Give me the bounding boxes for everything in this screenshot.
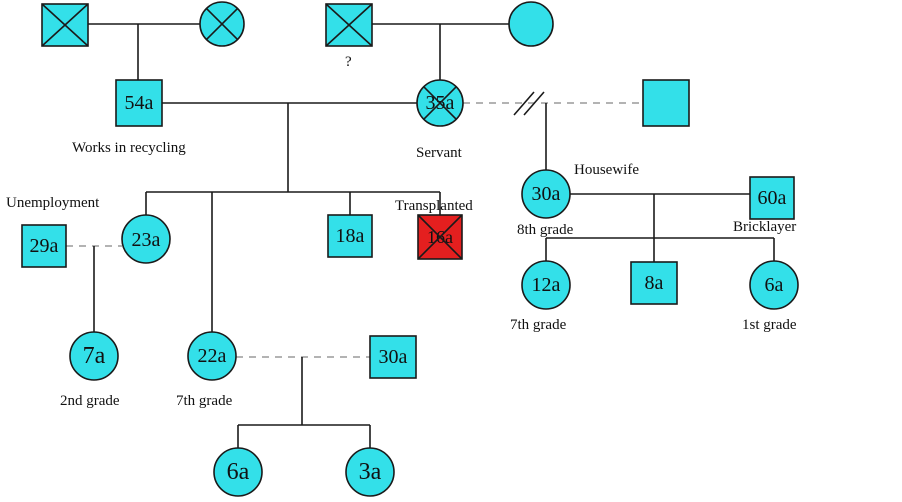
note-7th-grade-12a: 7th grade xyxy=(510,317,567,333)
separation-mark-2 xyxy=(523,91,545,116)
person-54a: 54a xyxy=(115,79,163,127)
note-transplanted: Transplanted xyxy=(395,198,473,214)
grandfather-2-deceased xyxy=(325,3,373,47)
age-label: 22a xyxy=(198,345,227,367)
note-works-in-recycling: Works in recycling xyxy=(72,140,186,156)
age-label: 12a xyxy=(532,274,561,296)
age-label: 3a xyxy=(359,459,382,485)
person-transplanted: 16a xyxy=(417,214,463,260)
note-8th-grade: 8th grade xyxy=(517,222,574,238)
grandfather-1-deceased xyxy=(41,3,89,47)
age-label: 23a xyxy=(132,229,161,251)
partner-35a xyxy=(642,79,690,127)
person-22a: 22a xyxy=(187,331,237,381)
note-servant: Servant xyxy=(416,145,463,161)
person-6a: 6a xyxy=(213,447,263,497)
grandmother-2 xyxy=(508,1,554,47)
person-35a-deceased: 35a xyxy=(416,79,464,127)
note-7th-grade-22a: 7th grade xyxy=(176,393,233,409)
age-label: 30a xyxy=(532,183,561,205)
relationship-lines xyxy=(66,23,775,449)
grandfather-2-note: ? xyxy=(345,54,352,70)
age-label: 7a xyxy=(83,343,106,369)
separation-mark-1 xyxy=(513,91,535,116)
age-label: 18a xyxy=(336,225,365,247)
person-12a: 12a xyxy=(521,260,571,310)
person-30a-housewife: 30a xyxy=(521,169,571,219)
age-label: 54a xyxy=(125,92,154,114)
note-2nd-grade: 2nd grade xyxy=(60,393,120,409)
person-18a: 18a xyxy=(327,214,373,258)
note-unemployment: Unemployment xyxy=(6,195,100,211)
note-bricklayer: Bricklayer xyxy=(733,219,796,235)
person-60a: 60a xyxy=(749,176,795,220)
person-6a-girl: 6a xyxy=(749,260,799,310)
person-23a: 23a xyxy=(121,214,171,264)
grandmother-1-deceased xyxy=(199,1,245,47)
age-label: 60a xyxy=(758,187,787,209)
age-label: 29a xyxy=(30,235,59,257)
age-label: 8a xyxy=(645,272,664,294)
age-label: 30a xyxy=(379,346,408,368)
person-3a: 3a xyxy=(345,447,395,497)
person-8a: 8a xyxy=(630,261,678,305)
note-housewife: Housewife xyxy=(574,162,639,178)
person-7a: 7a xyxy=(69,331,119,381)
note-1st-grade: 1st grade xyxy=(742,317,797,333)
person-30a-spouse: 30a xyxy=(369,335,417,379)
age-label: 6a xyxy=(227,459,250,485)
person-29a: 29a xyxy=(21,224,67,268)
age-label: 6a xyxy=(765,274,784,296)
